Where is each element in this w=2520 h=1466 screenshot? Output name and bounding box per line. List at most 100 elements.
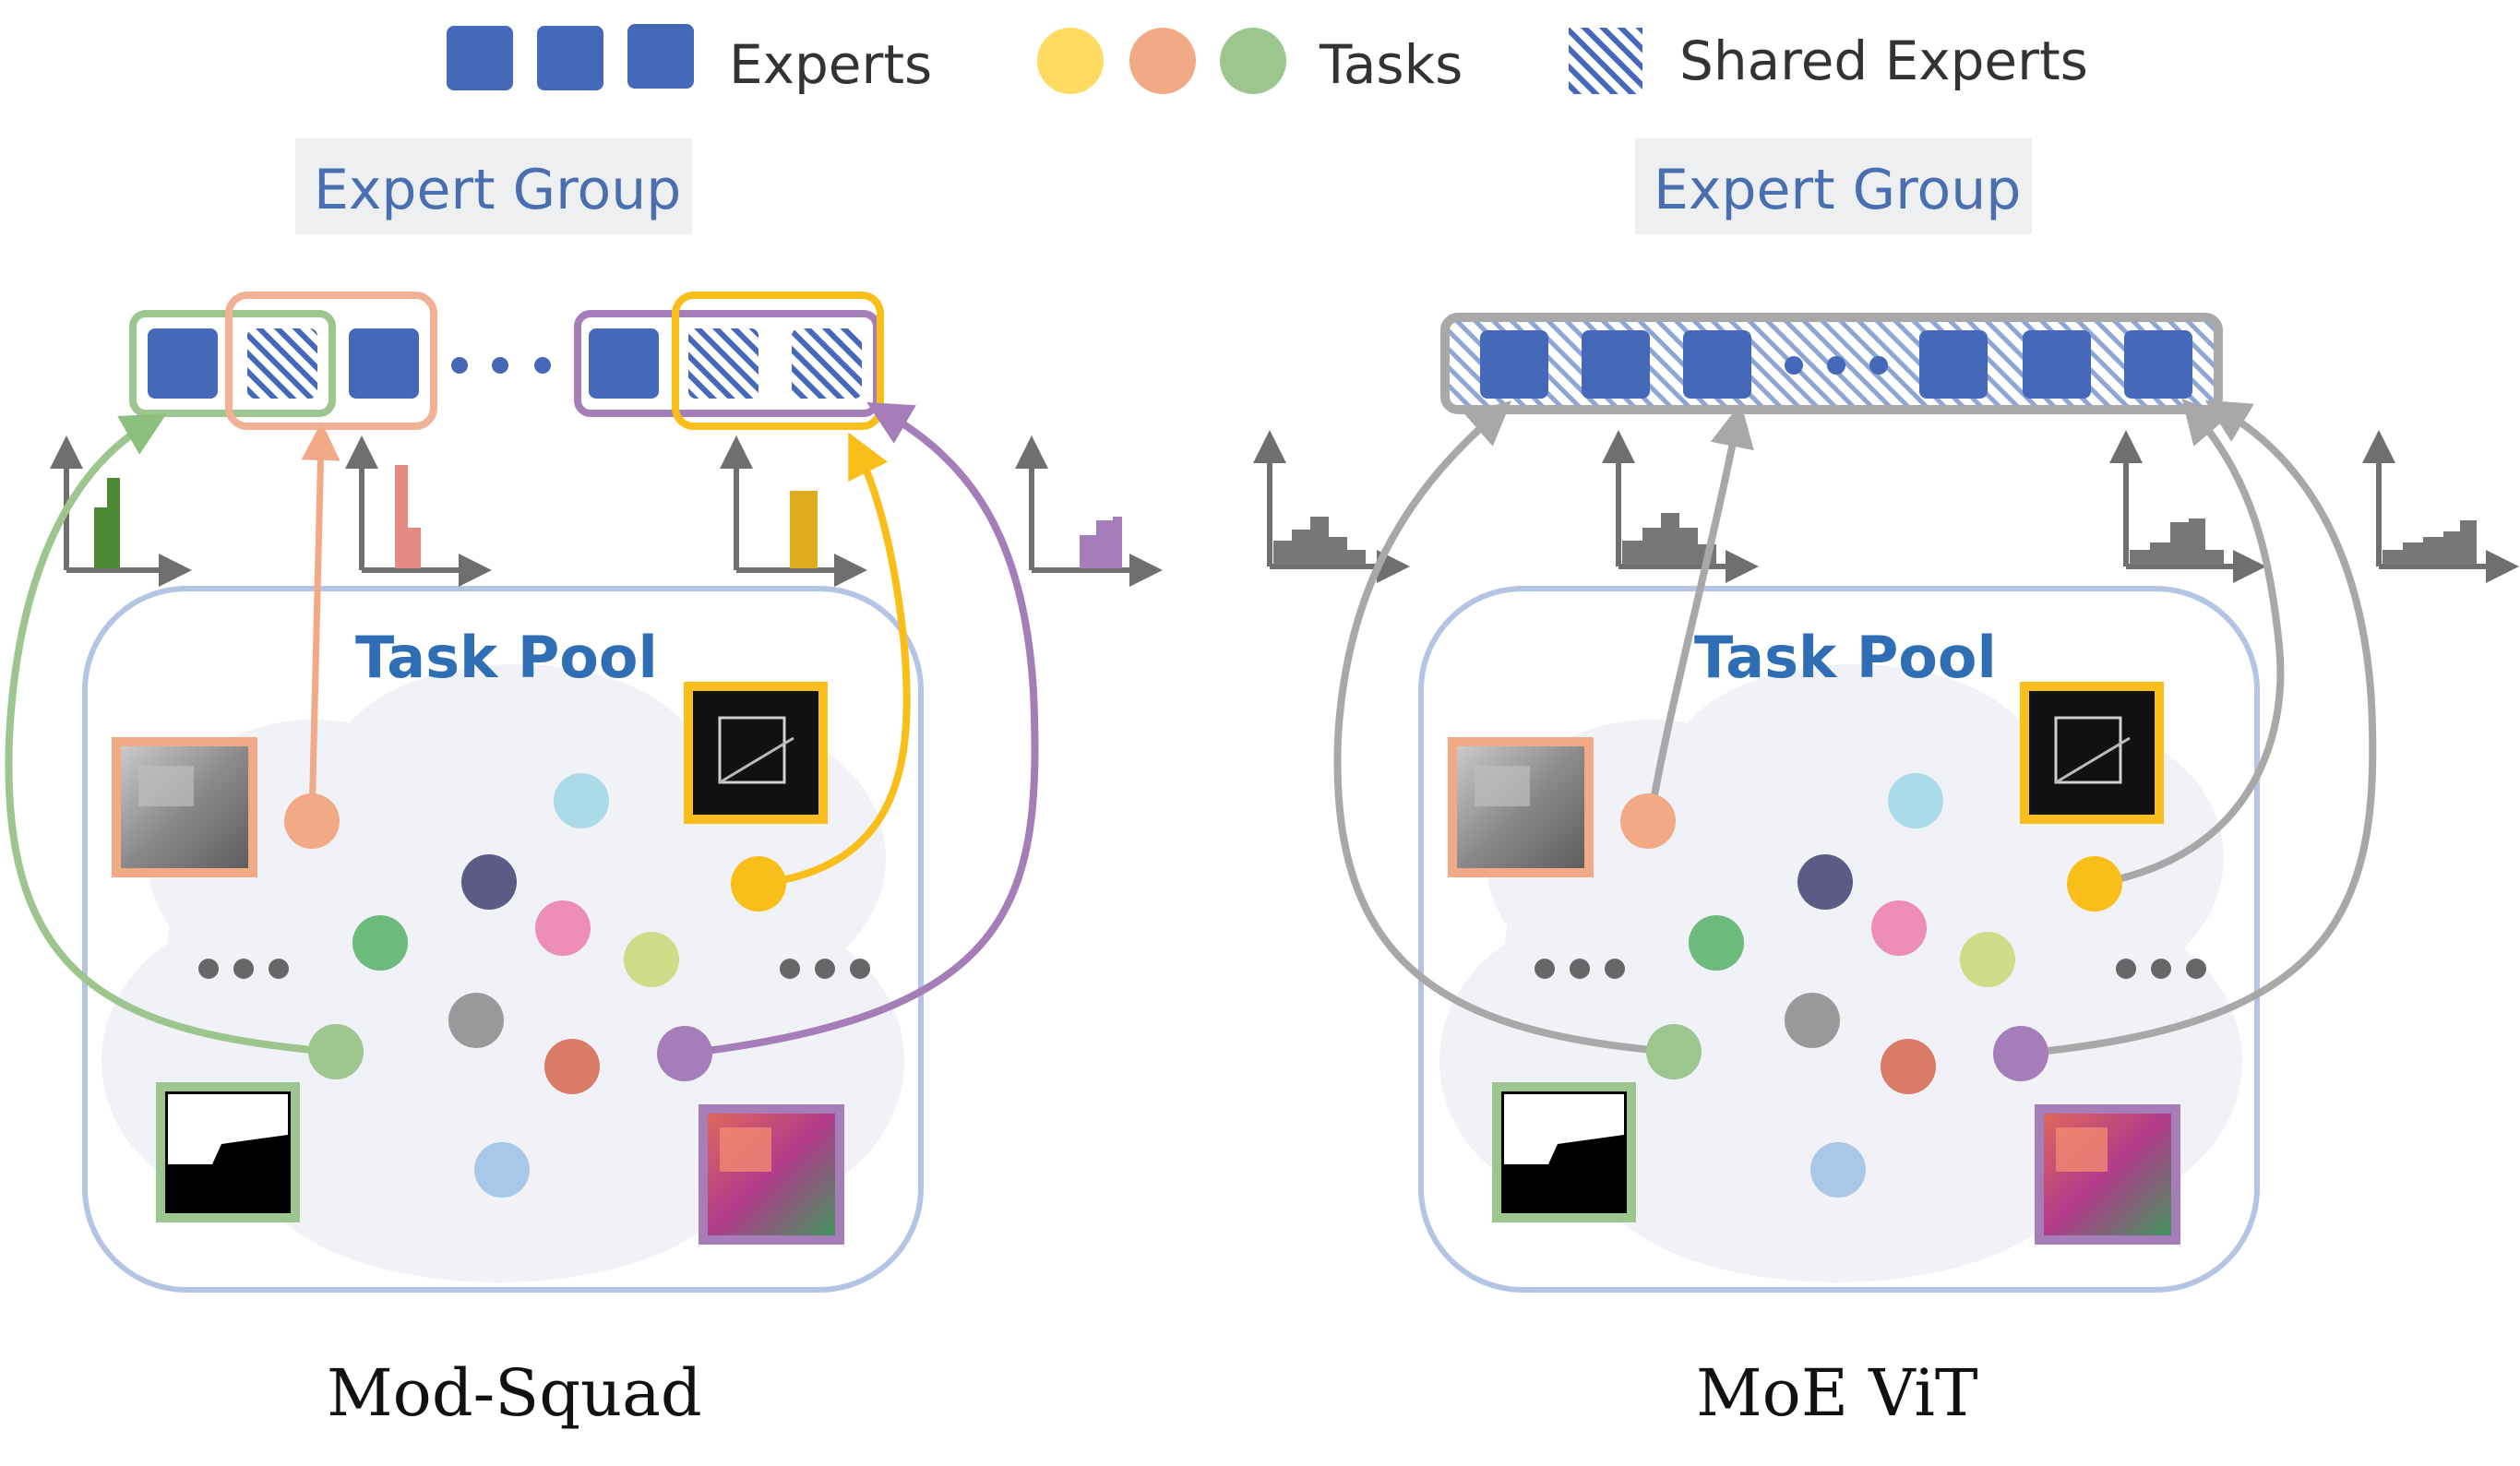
task-dot-yellow	[2067, 856, 2122, 912]
yellow-expert-group-frame	[672, 292, 884, 430]
ellipsis-dot	[451, 357, 468, 374]
legend-experts-label: Experts	[729, 33, 932, 96]
legend-tasks-label: Tasks	[1319, 33, 1463, 96]
depth-thumbnail	[1448, 737, 1594, 877]
expert-square	[2023, 330, 2091, 399]
yellow-routing-arrow	[758, 432, 911, 888]
legend-expert-square	[447, 26, 513, 90]
legend-task-dot-green	[1220, 28, 1286, 94]
task-dot-pink	[535, 900, 591, 956]
task-pool-label: Task Pool	[355, 624, 658, 691]
legend-shared-square	[1569, 28, 1642, 94]
task-dot-light-green	[308, 1024, 364, 1079]
segmentation-thumbnail	[699, 1104, 844, 1245]
ellipsis-dot	[492, 357, 508, 374]
green-routing-arrow	[5, 413, 333, 1055]
expert-row	[148, 328, 862, 399]
ellipsis-dot	[1570, 959, 1590, 979]
ellipsis-dot	[1605, 959, 1625, 979]
shared-expert-square	[247, 328, 317, 399]
expert-group-label-bg	[1635, 138, 2032, 234]
task-dot-brick	[544, 1039, 600, 1094]
histogram-gray	[2362, 430, 2519, 583]
histogram-green	[50, 435, 192, 587]
expert-square	[1582, 330, 1650, 399]
legend-task-dot-salmon	[1129, 28, 1196, 94]
histogram-gray	[2109, 430, 2266, 583]
depth-thumbnail	[112, 737, 257, 877]
ellipsis-dot	[1827, 356, 1845, 375]
task-dot-light-green	[1646, 1024, 1702, 1079]
task-pool-label: Task Pool	[1694, 624, 1997, 691]
task-dots	[198, 773, 870, 1198]
histogram-purple	[1015, 435, 1163, 587]
histogram-gray	[1253, 430, 1410, 583]
gray-routing-arrow	[1646, 402, 1754, 822]
histogram-yellow	[720, 435, 867, 587]
expert-square	[1683, 330, 1751, 399]
ellipsis-dot	[815, 959, 835, 979]
task-dot-yellow	[731, 856, 786, 912]
task-dot-salmon	[1620, 793, 1676, 849]
task-dot-salmon	[284, 793, 340, 849]
ellipsis-dot	[1785, 356, 1803, 375]
task-dot-purple	[657, 1026, 712, 1081]
mod-squad-panel: Expert Group Task Pool	[5, 138, 1163, 1431]
legend-task-dot-yellow	[1037, 28, 1104, 94]
ellipsis-dot	[233, 959, 254, 979]
task-dot-navy	[1797, 854, 1853, 910]
ellipsis-dot	[1535, 959, 1555, 979]
legend-expert-square	[627, 24, 694, 89]
purple-routing-arrow	[684, 401, 1039, 1057]
expert-group-label-bg	[295, 138, 692, 234]
edge-thumbnail	[684, 682, 828, 824]
task-dot-pink	[1871, 900, 1927, 956]
legend-expert-square	[537, 26, 603, 90]
expert-square	[2124, 330, 2192, 399]
ellipsis-dot	[850, 959, 870, 979]
segmentation-thumbnail	[2035, 1104, 2180, 1245]
ellipsis-dot	[269, 959, 289, 979]
gray-routing-arrow	[1333, 400, 1673, 1055]
mask-thumbnail	[156, 1082, 300, 1222]
ellipsis-dot	[198, 959, 219, 979]
mod-squad-caption: Mod-Squad	[327, 1355, 702, 1431]
expert-group-label: Expert Group	[1654, 158, 2021, 222]
task-dots	[1535, 773, 2206, 1198]
ellipsis-dot	[2151, 959, 2171, 979]
edge-thumbnail	[2020, 682, 2164, 824]
task-dot-gray	[448, 993, 504, 1048]
task-pool-box	[82, 586, 924, 1293]
moe-vit-panel: Expert Group Task Pool	[1253, 138, 2519, 1431]
histogram-salmon	[345, 435, 492, 587]
expert-row	[1480, 330, 2192, 399]
legend-shared-label: Shared Experts	[1679, 30, 2088, 92]
histogram-gray	[1602, 430, 1759, 583]
task-dot-lime	[624, 932, 679, 987]
task-dot-gray	[1785, 993, 1840, 1048]
task-dot-sky	[474, 1142, 530, 1198]
shared-expert-square	[688, 328, 758, 399]
expert-square	[1480, 330, 1548, 399]
gray-routing-arrow	[2094, 398, 2285, 888]
task-dot-navy	[461, 854, 517, 910]
mask-thumbnail	[1492, 1082, 1636, 1222]
legend: Experts Tasks Shared Experts	[447, 24, 2088, 96]
task-dot-purple	[1993, 1026, 2048, 1081]
ellipsis-dot	[2186, 959, 2206, 979]
ellipsis-dot	[1869, 356, 1888, 375]
gray-routing-arrow	[2020, 399, 2377, 1057]
expert-group-label: Expert Group	[314, 158, 681, 222]
task-dot-lime	[1960, 932, 2015, 987]
expert-square	[148, 328, 218, 399]
task-dot-sky	[1810, 1142, 1866, 1198]
task-dot-green	[1689, 915, 1744, 971]
task-pool-box	[1418, 586, 2260, 1293]
task-dot-cyan	[1888, 773, 1943, 828]
expert-square	[1919, 330, 1988, 399]
task-dot-green	[352, 915, 408, 971]
task-dot-brick	[1881, 1039, 1936, 1094]
shared-expert-square	[792, 328, 862, 399]
salmon-routing-arrow	[301, 422, 340, 822]
